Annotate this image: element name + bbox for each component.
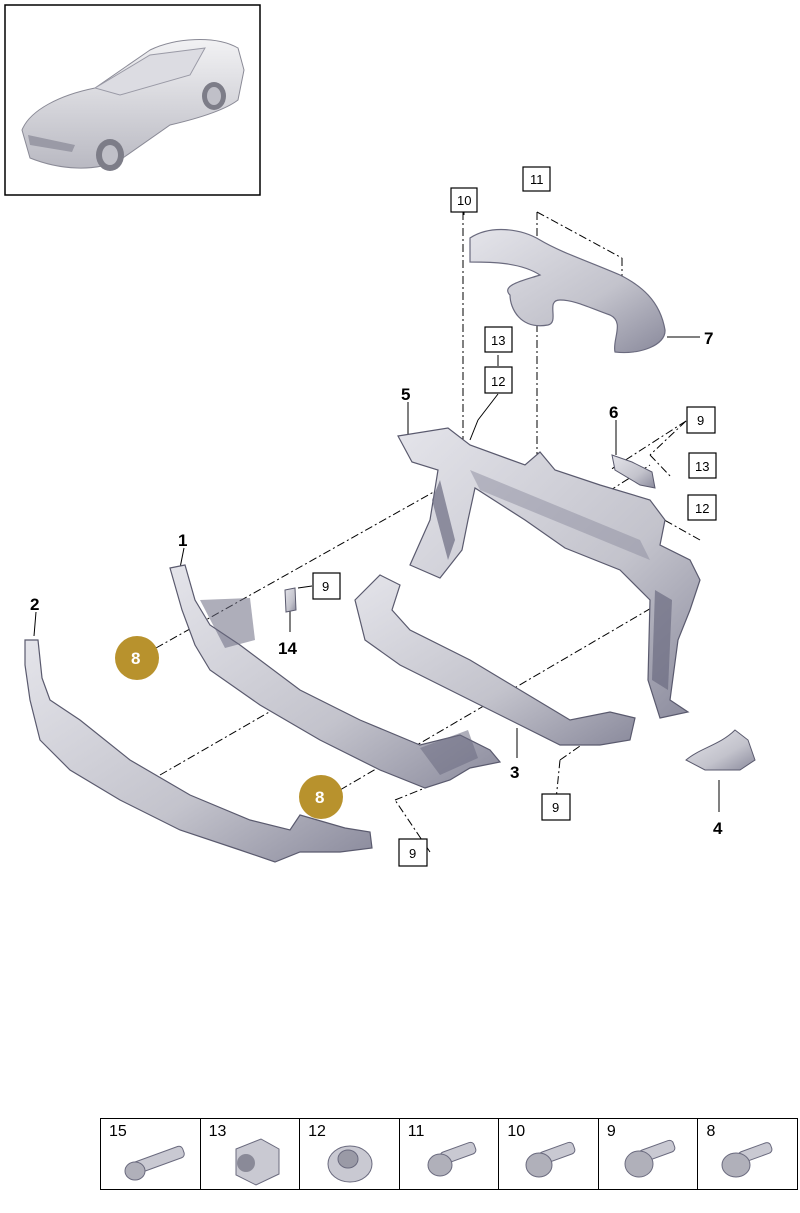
clip-nut-icon: [327, 1145, 373, 1183]
svg-text:8: 8: [315, 788, 324, 807]
hardware-number: 9: [606, 1123, 616, 1140]
part-2-lower-deflector: [24, 639, 373, 863]
part-front-carrier-upper: [397, 427, 701, 719]
part-14-clip: [284, 587, 297, 613]
label-7: 7: [704, 329, 713, 348]
hardware-number: 12: [308, 1123, 326, 1140]
box-label-13-upper: 13: [491, 333, 505, 348]
flange-bolt-icon: [525, 1141, 576, 1178]
hardware-number: 15: [109, 1123, 127, 1140]
box-label-9-lower-left: 9: [409, 846, 416, 861]
label-2: 2: [30, 595, 39, 614]
hardware-number: 11: [407, 1123, 425, 1140]
hex-nut-icon: [235, 1138, 280, 1186]
hardware-cell-13: 13: [201, 1119, 301, 1189]
box-label-11: 11: [530, 172, 544, 187]
callout-8-lower: 8: [299, 775, 343, 819]
label-4: 4: [713, 819, 723, 838]
label-6: 6: [609, 403, 618, 422]
hardware-number: 13: [208, 1123, 227, 1140]
hardware-cell-8: 8: [698, 1119, 797, 1189]
long-bolt-icon: [124, 1145, 185, 1181]
vehicle-thumbnail: [4, 4, 261, 196]
part-4-bracket: [685, 729, 756, 771]
box-label-13-right: 13: [695, 459, 709, 474]
pan-head-screw-icon: [624, 1139, 676, 1178]
hardware-table: 15 13 12 11 10 9: [100, 1118, 798, 1190]
part-6-bracket: [611, 454, 656, 489]
hardware-number: 8: [706, 1123, 716, 1140]
label-5: 5: [401, 385, 410, 404]
callout-8-upper: 8: [115, 636, 159, 680]
box-label-9-clip: 9: [322, 579, 329, 594]
hardware-number: 10: [507, 1123, 526, 1140]
part-7-upper-bracket: [469, 228, 666, 354]
box-label-12-upper: 12: [491, 374, 505, 389]
label-3: 3: [510, 763, 519, 782]
hardware-cell-9: 9: [599, 1119, 699, 1189]
label-1: 1: [178, 531, 187, 550]
hardware-cell-12: 12: [300, 1119, 400, 1189]
part-3-lower-crossmember: [354, 574, 636, 746]
box-label-9-right: 9: [697, 413, 704, 428]
hardware-cell-15: 15: [101, 1119, 201, 1189]
solid-leaders: [33, 211, 720, 812]
hardware-cell-11: 11: [400, 1119, 500, 1189]
box-label-10: 10: [457, 193, 471, 208]
box-label-12-right: 12: [695, 501, 709, 516]
svg-text:8: 8: [131, 649, 140, 668]
label-14: 14: [278, 639, 297, 658]
torx-bolt-icon: [427, 1141, 477, 1177]
hardware-cell-10: 10: [499, 1119, 599, 1189]
washer-screw-icon: [721, 1142, 773, 1178]
box-label-9-lower-right: 9: [552, 800, 559, 815]
boxed-labels: 10 11 13 12 9 13 12 9 9 9: [312, 166, 717, 867]
